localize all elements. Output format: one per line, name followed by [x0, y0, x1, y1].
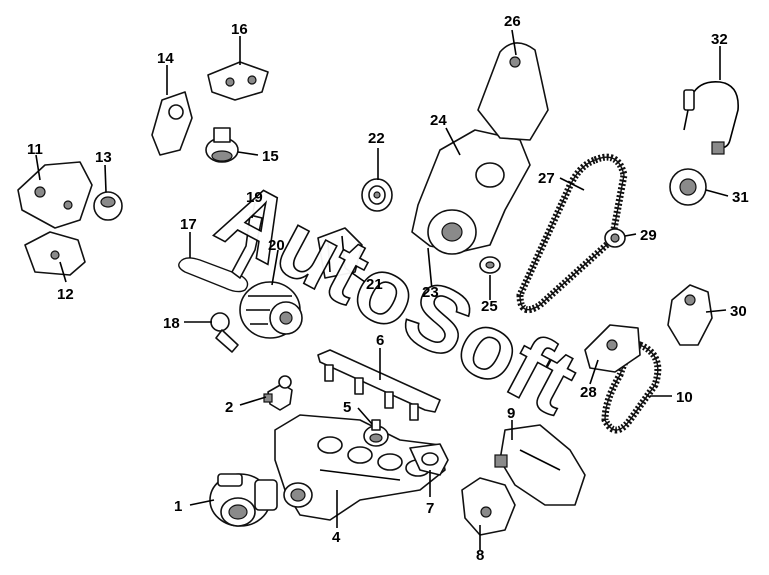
part-2-sensor [263, 375, 293, 411]
callout-11: 11 [27, 141, 43, 158]
part-32-sensor-cable [683, 80, 739, 155]
callout-14: 14 [157, 50, 174, 67]
callout-8: 8 [476, 547, 484, 564]
callout-19: 19 [246, 189, 263, 206]
callout-29: 29 [640, 227, 657, 244]
part-6-fuel-rail [317, 349, 441, 421]
callout-32: 32 [711, 31, 728, 48]
part-13-bushing [93, 191, 123, 221]
part-31-sprocket [669, 168, 707, 206]
part-4-intake-manifold [274, 414, 446, 521]
callout-23: 23 [422, 284, 439, 301]
callout-10: 10 [676, 389, 693, 406]
callout-24: 24 [430, 112, 447, 129]
callout-30: 30 [730, 303, 747, 320]
part-27-timing-belt [516, 153, 628, 314]
part-29-idler [604, 228, 626, 248]
part-9-oil-pump [494, 424, 586, 506]
leader-lines [35, 29, 729, 550]
part-8-bracket [461, 477, 516, 536]
callout-2: 2 [225, 399, 233, 416]
callout-31: 31 [732, 189, 749, 206]
part-18-tensioner [210, 312, 239, 353]
part-16-bracket [207, 61, 269, 101]
part-11-mount-bracket [17, 161, 93, 229]
part-26-upper-cover [477, 42, 549, 141]
part-15-engine-mount [205, 127, 239, 163]
part-12-bracket [24, 231, 86, 276]
callout-17: 17 [180, 216, 197, 233]
part-24-timing-cover [411, 129, 531, 255]
part-1-throttle-body [209, 473, 278, 527]
callout-22: 22 [368, 130, 385, 147]
part-22-pulley [361, 178, 393, 212]
callout-9: 9 [507, 405, 515, 422]
part-20-alternator [239, 281, 303, 339]
callout-18: 18 [163, 315, 180, 332]
callout-15: 15 [262, 148, 279, 165]
part-19-arm [231, 214, 263, 279]
callout-12: 12 [57, 286, 74, 303]
callout-numbers: 1 2 4 5 6 7 8 9 10 11 12 13 14 15 16 17 … [27, 13, 749, 564]
callout-1: 1 [174, 498, 182, 515]
callout-16: 16 [231, 21, 248, 38]
callout-20: 20 [268, 237, 285, 254]
callout-6: 6 [376, 332, 384, 349]
callout-21: 21 [366, 276, 383, 293]
callout-28: 28 [580, 384, 597, 401]
part-14-tensioner-arm [151, 91, 193, 156]
part-28-cover-plate [584, 324, 641, 373]
callout-4: 4 [332, 529, 341, 546]
callout-26: 26 [504, 13, 521, 30]
part-7-gasket [409, 443, 449, 476]
callout-13: 13 [95, 149, 112, 166]
callout-7: 7 [426, 500, 434, 517]
part-21-bracket [317, 227, 363, 279]
part-5-valve [363, 419, 389, 447]
part-25-seal [479, 256, 501, 274]
callout-5: 5 [343, 399, 351, 416]
part-30-water-pump [667, 284, 713, 346]
callout-25: 25 [481, 298, 498, 315]
callout-27: 27 [538, 170, 555, 187]
part-17-belt [178, 257, 249, 293]
